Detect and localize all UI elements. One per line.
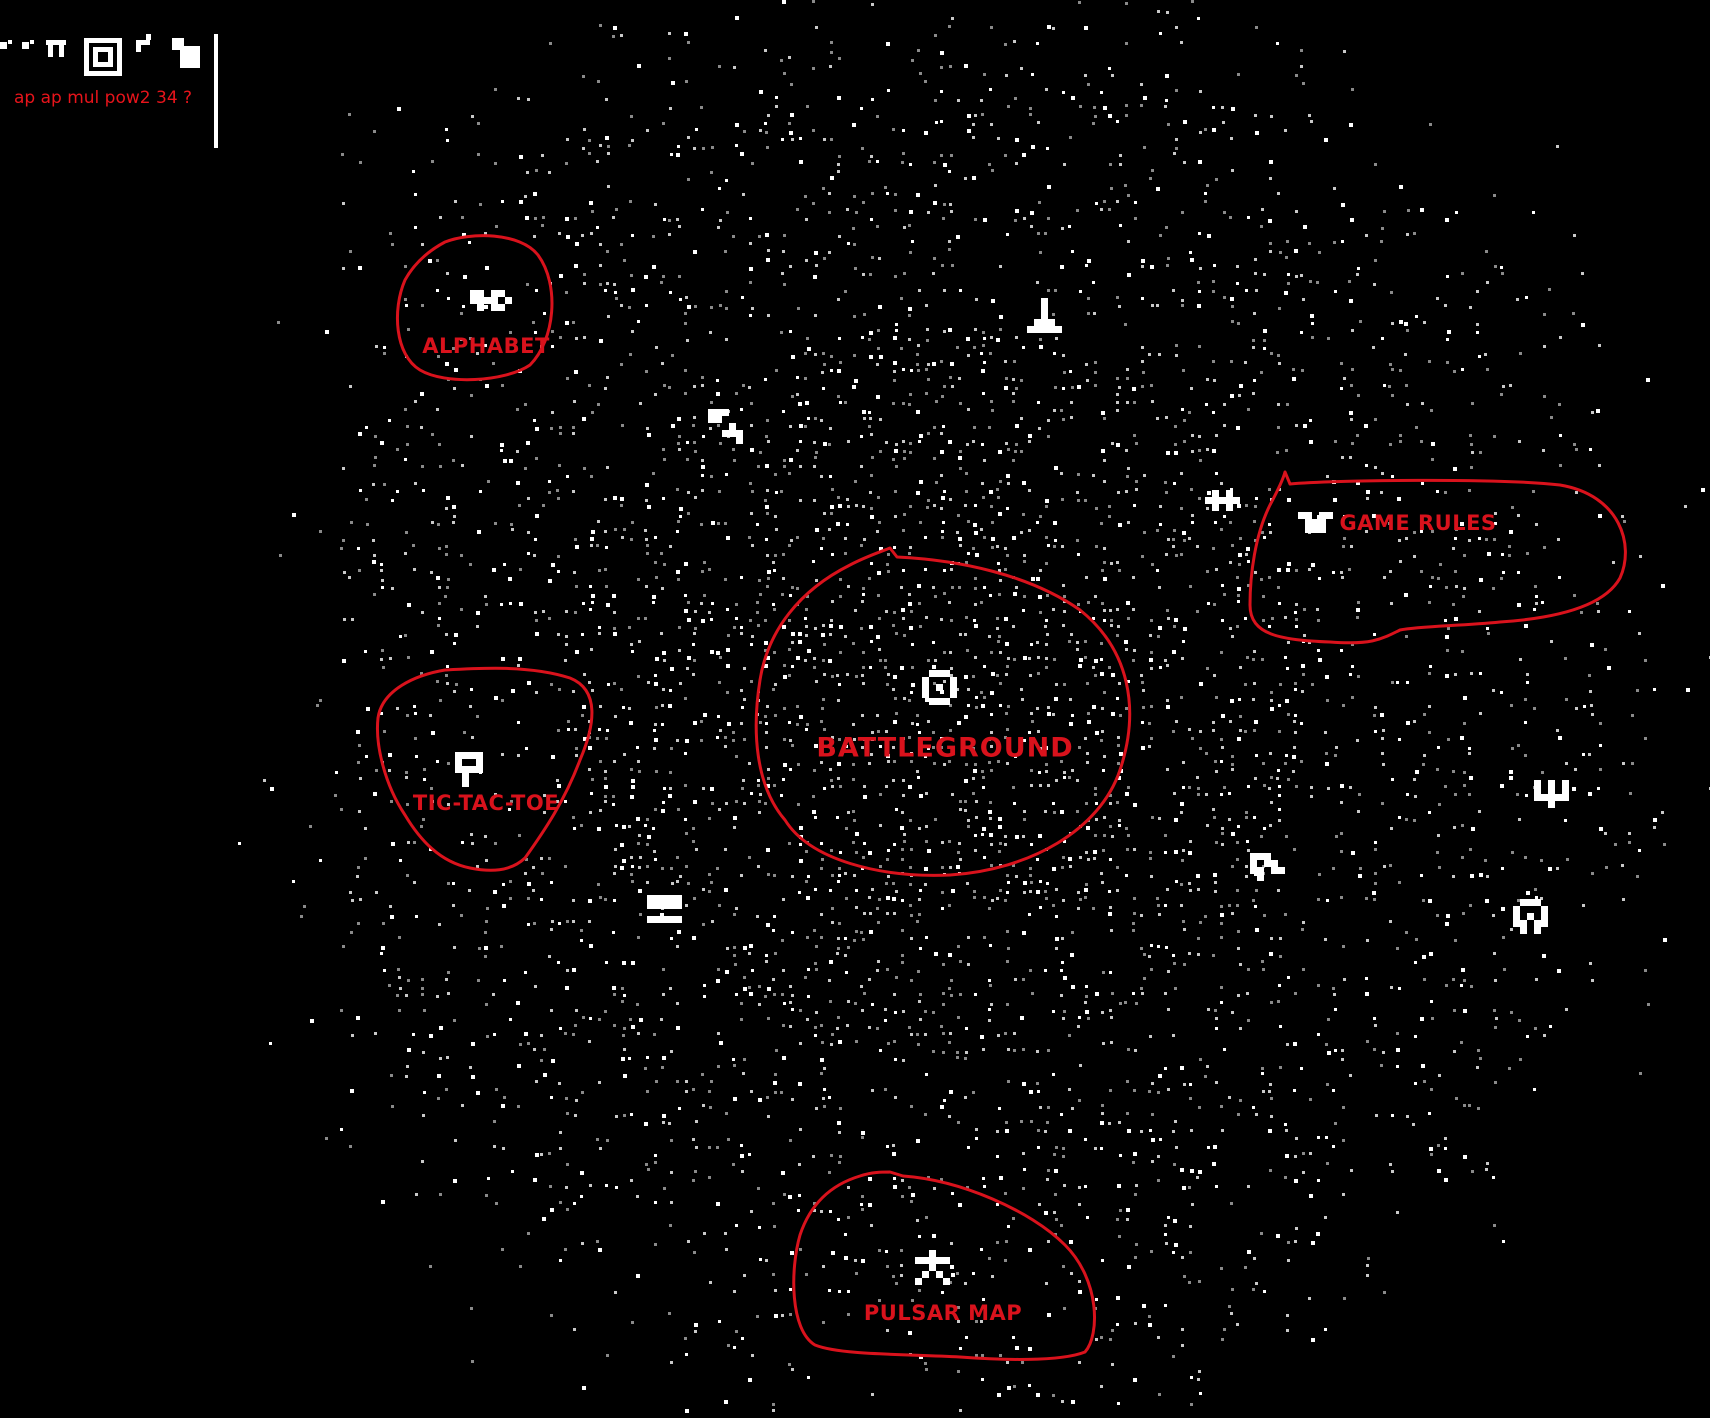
tic-tac-toe-glyph bbox=[455, 752, 483, 787]
gate-glyph bbox=[46, 40, 66, 57]
battleground-outline bbox=[754, 546, 1132, 877]
star-field bbox=[238, 0, 1710, 1413]
pulsar-glyph bbox=[915, 1250, 950, 1285]
upper-left-glyph bbox=[708, 409, 743, 444]
tick-glyph bbox=[22, 40, 34, 49]
bar-glyph bbox=[647, 895, 682, 923]
right-glyph bbox=[1250, 853, 1285, 881]
stair-glyph bbox=[172, 38, 200, 68]
top-glyph bbox=[1027, 298, 1062, 333]
fork-glyph bbox=[1534, 780, 1569, 808]
tic-tac-toe-outline bbox=[376, 666, 594, 872]
expression-text: ap ap mul pow2 34 ? bbox=[14, 88, 193, 108]
corner-glyph bbox=[136, 34, 151, 52]
annotation-layer bbox=[376, 234, 1627, 1361]
tic-tac-toe-label[interactable]: TIC-TAC-TOE bbox=[412, 791, 560, 815]
game-rules-glyph bbox=[1298, 512, 1333, 533]
tick-glyph bbox=[0, 40, 12, 49]
game-rules-label[interactable]: GAME RULES bbox=[1339, 511, 1497, 535]
alphabet-label[interactable]: ALPHABET bbox=[422, 334, 550, 358]
text-cursor bbox=[214, 34, 218, 148]
battleground-label[interactable]: BATTLEGROUND bbox=[816, 732, 1074, 764]
pulsar-map-outline bbox=[792, 1170, 1096, 1361]
left-arrow-glyph bbox=[1205, 490, 1240, 511]
game-rules-outline bbox=[1248, 470, 1627, 645]
core-spiral-glyph bbox=[922, 670, 957, 705]
invader-glyph bbox=[1513, 899, 1548, 934]
alphabet-glyph bbox=[470, 290, 512, 311]
framed-square-glyph bbox=[84, 38, 122, 76]
alphabet-outline bbox=[395, 234, 554, 382]
header-glyph-strip bbox=[0, 34, 200, 76]
pulsar-map-label[interactable]: PULSAR MAP bbox=[863, 1301, 1023, 1325]
symbol-layer bbox=[455, 290, 1569, 1285]
